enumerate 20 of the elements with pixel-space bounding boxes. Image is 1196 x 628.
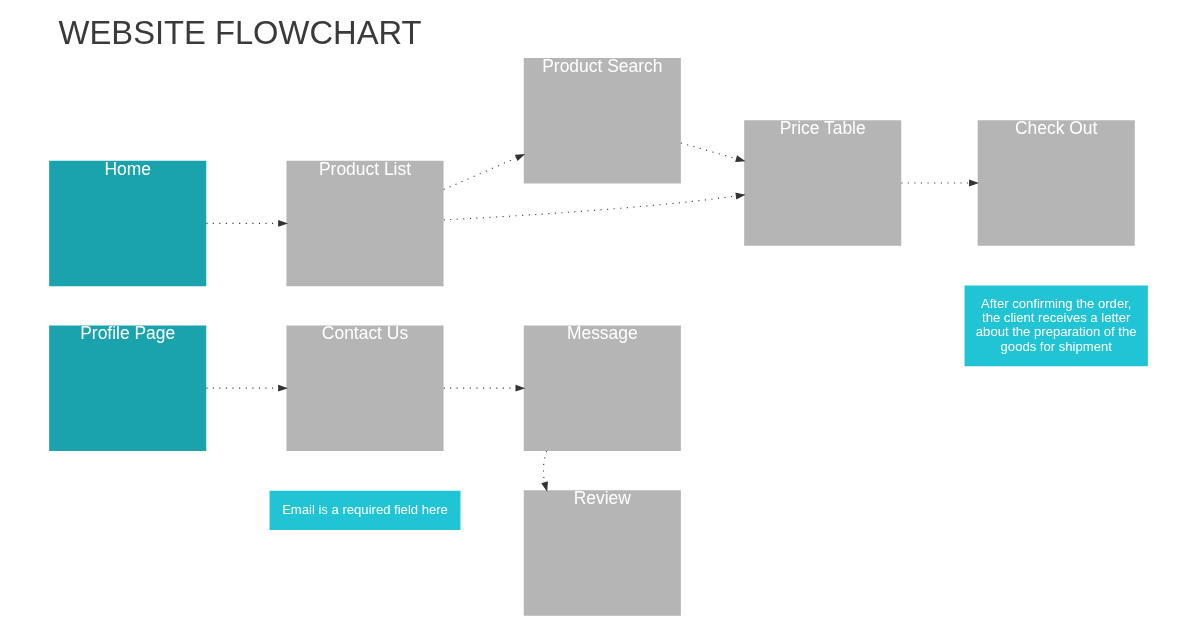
- node-box: Message: [523, 324, 681, 451]
- diagram-title: WEBSITE FLOWCHART: [58, 13, 422, 51]
- arrow: [442, 153, 525, 190]
- arrow: [900, 179, 979, 186]
- arrow: [205, 219, 288, 227]
- node-box: Review: [523, 489, 681, 616]
- arrow: [442, 384, 525, 392]
- node-box: After confirming the order, the client receives a letter about the preparation of the goods for shipment: [964, 285, 1148, 366]
- node-box: Check Out: [977, 119, 1135, 246]
- arrow: [679, 141, 746, 162]
- node-box: Product Search: [523, 57, 681, 184]
- node-box: Price Table: [743, 119, 901, 246]
- node-box: Profile Page: [48, 324, 206, 451]
- node-box: Contact Us: [285, 324, 444, 451]
- node-box: Email is a required field here: [269, 490, 460, 530]
- node-box: Product List: [285, 160, 444, 286]
- arrow: [442, 192, 746, 220]
- arrow: [540, 450, 548, 492]
- node-box: Home: [48, 160, 206, 286]
- arrow: [205, 384, 288, 392]
